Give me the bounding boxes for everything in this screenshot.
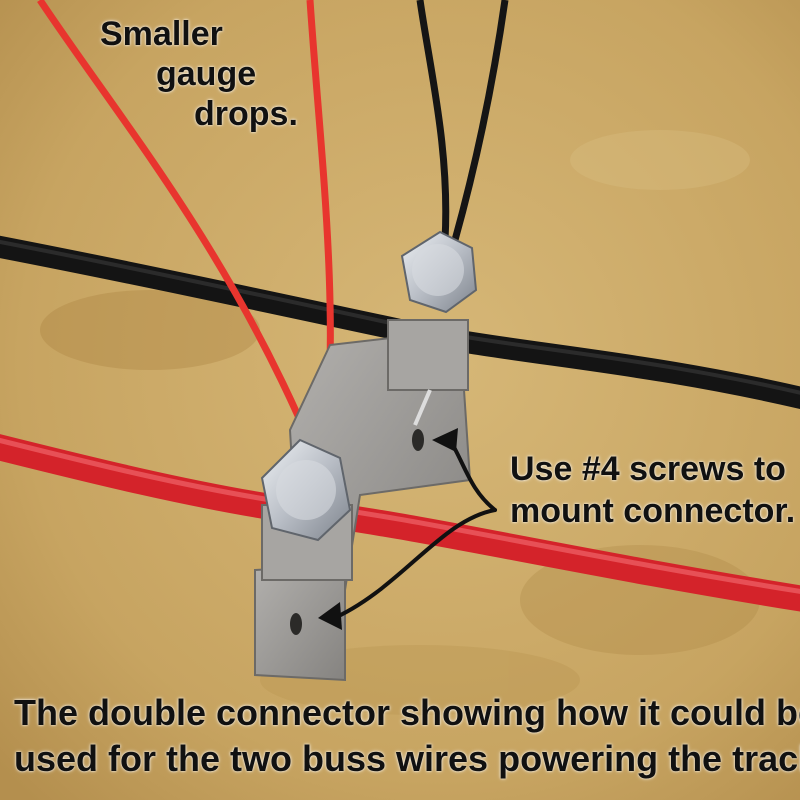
bottom-caption-line-1: The double connector showing how it coul… [14,692,800,733]
double-connector [254,319,472,682]
red-drop-wire-1 [37,0,319,457]
arrows [318,428,497,630]
black-drop-wire-1 [416,0,450,241]
bottom-caption-line-2: used for the two buss wires powering the… [14,738,800,779]
top-annotation-line-2: gauge [156,55,257,93]
side-annotation: Use #4 screws to mount connector. [510,448,795,532]
top-annotation-line-1: Smaller [100,15,223,53]
top-annotation-line-3: drops. [194,95,298,133]
arrow-to-lower-hole [328,508,497,622]
upper-mount-hole [412,429,424,451]
side-annotation-line-1: Use #4 screws to [510,450,786,488]
lower-mount-hole [290,613,302,635]
bottom-caption: The double connector showing how it coul… [14,690,800,782]
side-annotation-line-2: mount connector. [510,492,796,530]
top-annotation: Smaller gauge drops. [100,14,298,134]
upper-bolt [400,230,478,314]
black-drop-wire-2 [451,0,509,241]
lower-bolt [260,438,352,542]
